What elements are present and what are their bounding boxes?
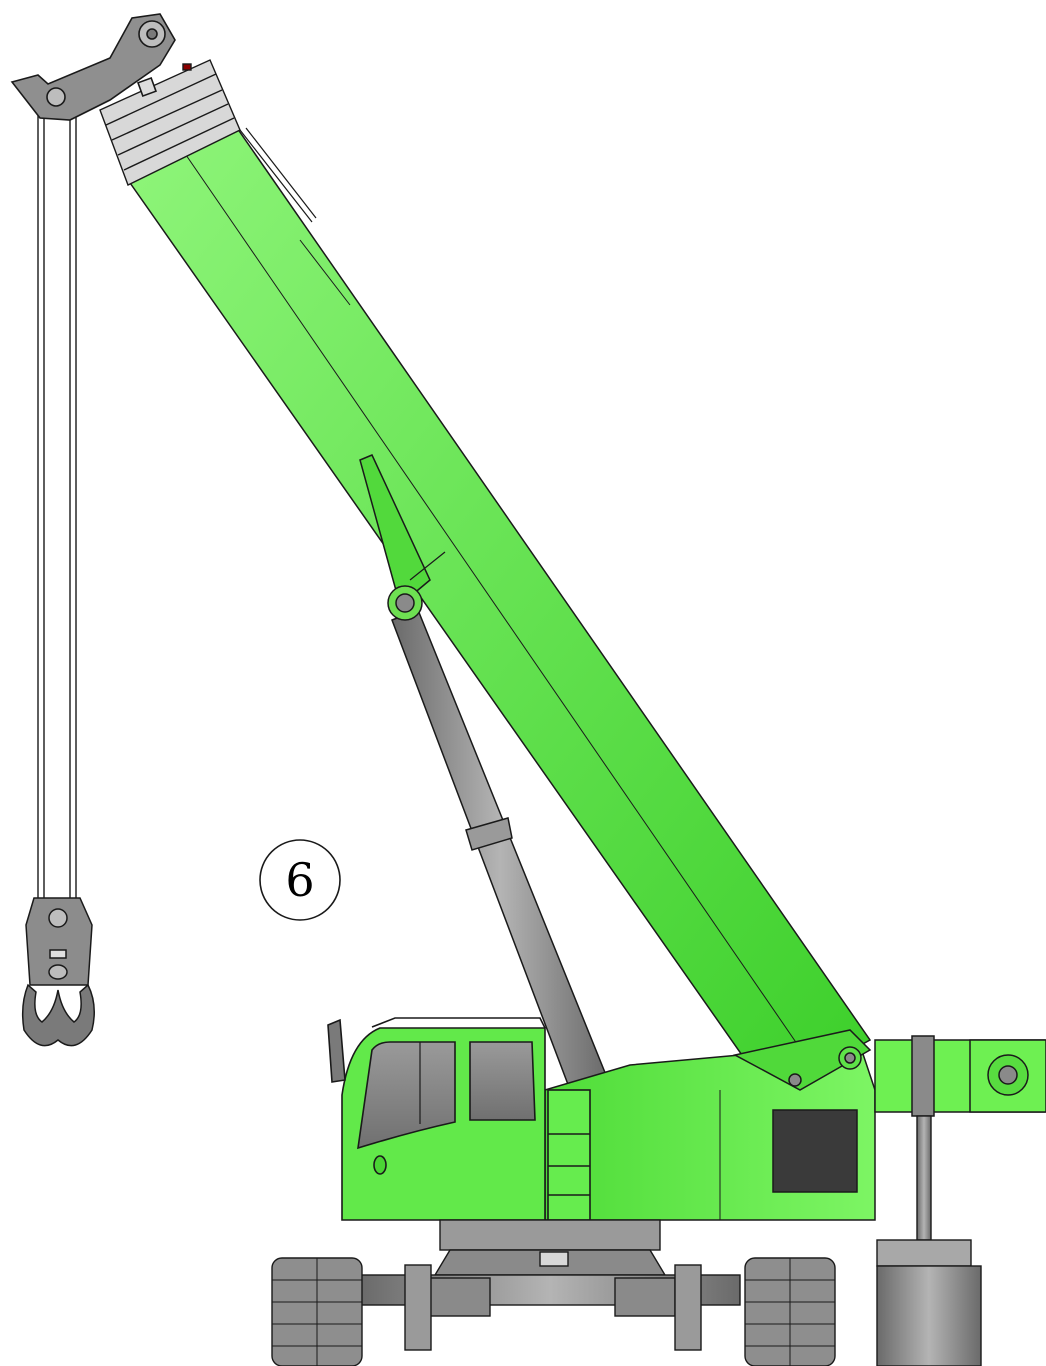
callout-number-6: 6	[259, 839, 341, 921]
boom-sections	[99, 59, 317, 223]
luffing-cylinder	[387, 585, 609, 1096]
callout-label: 6	[285, 853, 314, 907]
carrier-frame	[359, 1219, 741, 1351]
boom-head-icon	[10, 13, 176, 121]
cab-icon	[327, 1017, 591, 1221]
counterweight-icon	[876, 1115, 982, 1366]
hook-block-icon	[21, 897, 95, 1047]
hoist-rope	[37, 112, 77, 900]
telescopic-boom	[126, 124, 872, 1096]
crawler-track-icon	[271, 1257, 836, 1366]
superstructure	[544, 1029, 1046, 1221]
